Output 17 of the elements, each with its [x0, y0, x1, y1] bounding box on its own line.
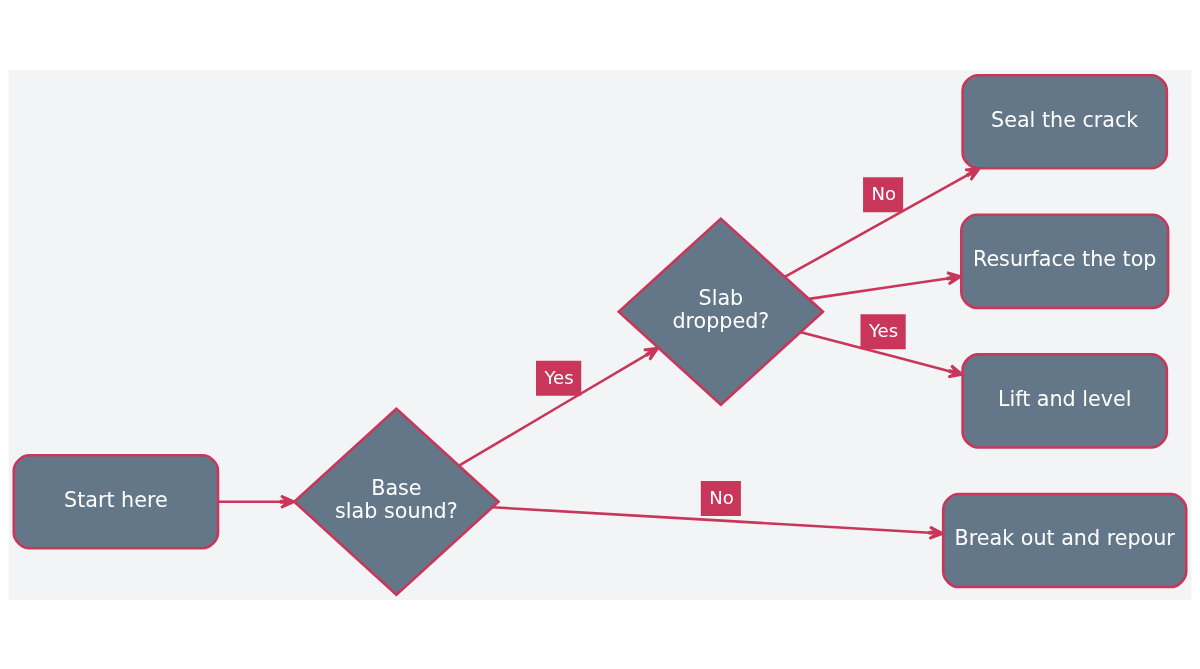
node-diamond: Base slab sound?: [292, 406, 501, 597]
node-box: Seal the crack: [961, 73, 1169, 170]
edge-label: No: [871, 182, 897, 204]
arrow: [458, 346, 660, 467]
node-box: Resurface the top: [960, 213, 1170, 309]
node-box: Break out and repour: [941, 492, 1188, 588]
arrow: [808, 270, 963, 300]
node-box: Start here: [12, 453, 220, 550]
edge-label: Yes: [544, 366, 574, 388]
edge-label: No: [709, 486, 734, 508]
arrow: [800, 330, 964, 378]
edge-label: Yes: [868, 319, 899, 341]
node-diamond: Slab dropped?: [616, 216, 825, 407]
node-box: Lift and level: [961, 352, 1169, 449]
arrow: [784, 166, 981, 278]
arrow: [492, 505, 944, 540]
arrow: [218, 494, 296, 509]
